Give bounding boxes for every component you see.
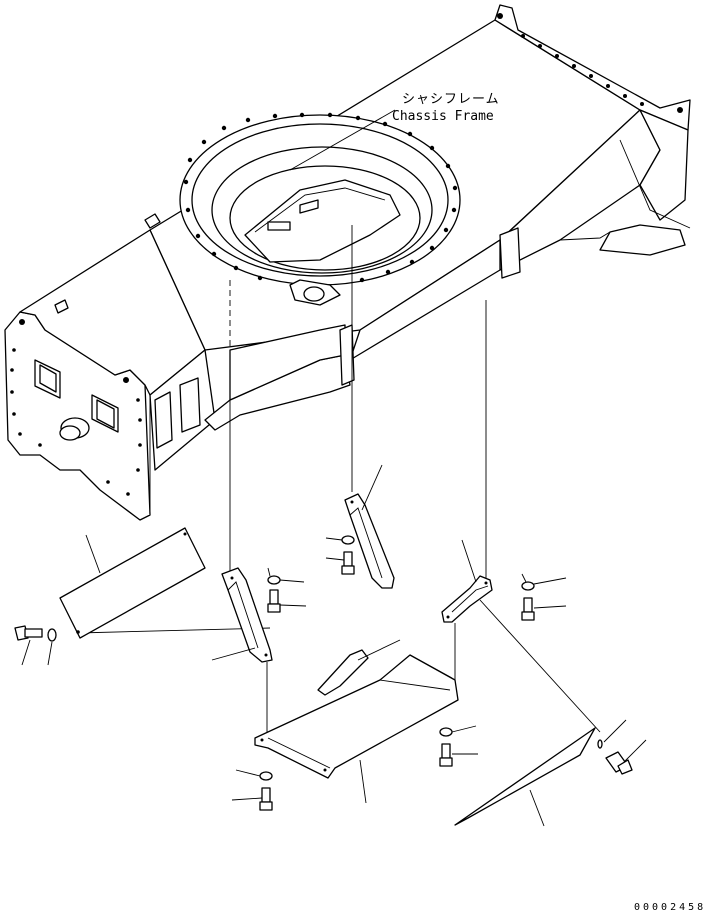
guard-washer bbox=[439, 725, 477, 737]
right-washer bbox=[521, 573, 567, 591]
left-washer-upper bbox=[267, 567, 305, 585]
right-small-bolt bbox=[605, 739, 647, 775]
guard-bracket bbox=[317, 639, 401, 696]
right-bracket bbox=[441, 539, 493, 623]
right-bolt bbox=[521, 597, 567, 621]
center-bolt bbox=[325, 551, 355, 575]
center-bracket bbox=[344, 464, 395, 589]
lower-left-washer bbox=[235, 769, 273, 781]
left-bolt bbox=[14, 625, 43, 666]
chassis-frame-jp-text: シャシフレーム bbox=[402, 92, 500, 107]
chassis-frame-label: シャシフレーム Chassis Frame bbox=[289, 92, 500, 171]
right-small-washer bbox=[597, 719, 627, 749]
chassis-frame bbox=[4, 4, 691, 521]
guard-bolt bbox=[439, 743, 478, 767]
chassis-frame-en-text: Chassis Frame bbox=[392, 109, 494, 124]
left-bolt-upper bbox=[267, 589, 307, 613]
assembly-lines bbox=[77, 225, 601, 736]
under-guard bbox=[254, 654, 459, 804]
center-washer bbox=[325, 535, 355, 545]
right-cover-plate bbox=[454, 727, 596, 827]
left-washer bbox=[47, 628, 57, 666]
drawing-number: 00002458 bbox=[634, 902, 706, 913]
left-cover-plate bbox=[59, 527, 206, 639]
lower-left-bolt bbox=[231, 787, 273, 811]
left-bracket bbox=[211, 567, 273, 663]
